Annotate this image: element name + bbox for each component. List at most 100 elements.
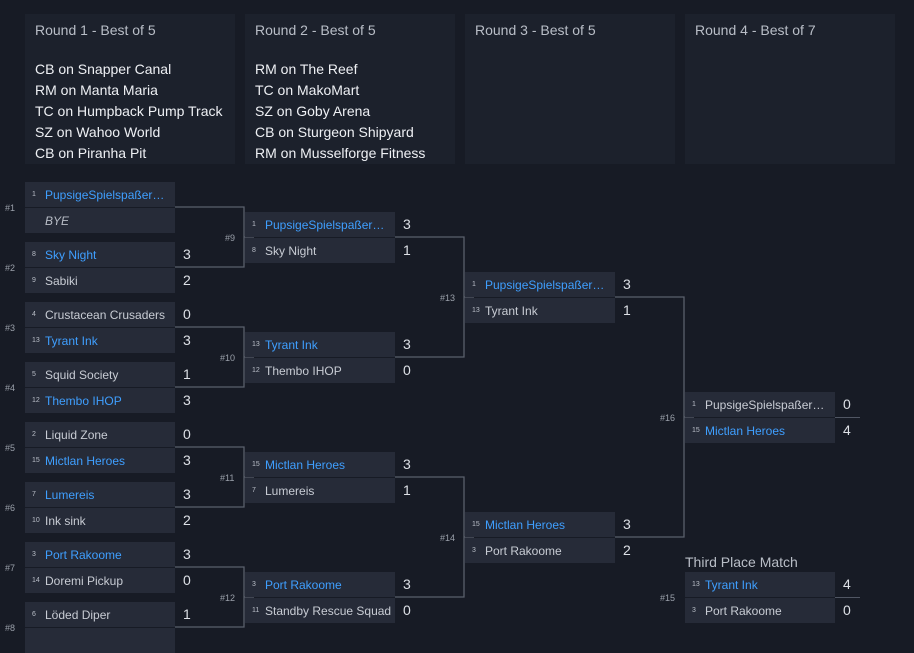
match-number: #1 <box>5 203 16 213</box>
team-seed: 8 <box>32 251 36 258</box>
team-seed: 13 <box>472 307 480 314</box>
team-name[interactable]: Sky Night <box>45 248 97 262</box>
team-seed: 14 <box>32 577 40 584</box>
team-score: 3 <box>403 576 411 592</box>
team-name[interactable]: Thembo IHOP <box>265 364 342 378</box>
team-name[interactable]: Port Rakoome <box>265 578 342 592</box>
team-name[interactable]: Mictlan Heroes <box>265 458 346 472</box>
team-score: 4 <box>843 576 851 592</box>
team-name[interactable]: Mictlan Heroes <box>705 424 786 438</box>
team-row[interactable]: 8 Sky Night <box>25 242 175 267</box>
match-number: #3 <box>5 323 16 333</box>
team-row[interactable]: 15 Mictlan Heroes <box>245 452 395 477</box>
team-name[interactable]: Sky Night <box>265 244 317 258</box>
team-name[interactable]: PupsigeSpielspaßerwerb <box>705 398 833 412</box>
match-number: #13 <box>440 293 456 303</box>
map-item: RM on The Reef <box>255 61 358 77</box>
map-item: CB on Snapper Canal <box>35 61 172 77</box>
team-name[interactable]: Tyrant Ink <box>45 334 98 348</box>
team-seed: 11 <box>252 607 260 614</box>
team-score: 1 <box>183 366 191 382</box>
team-row[interactable] <box>25 628 175 653</box>
team-score: 3 <box>623 276 631 292</box>
team-name[interactable]: Port Rakoome <box>705 604 782 618</box>
team-seed: 3 <box>692 607 696 614</box>
team-name[interactable]: Mictlan Heroes <box>485 518 566 532</box>
team-name[interactable]: Squid Society <box>45 368 119 382</box>
team-row[interactable]: BYE <box>25 208 175 233</box>
team-name[interactable]: Lumereis <box>45 488 95 502</box>
team-name[interactable]: Crustacean Crusaders <box>45 308 166 322</box>
team-seed: 15 <box>252 461 260 468</box>
team-row[interactable]: 7 Lumereis <box>25 482 175 507</box>
team-name[interactable]: Mictlan Heroes <box>45 454 126 468</box>
team-row[interactable]: 9 Sabiki <box>25 268 175 293</box>
team-name[interactable]: Tyrant Ink <box>485 304 538 318</box>
team-score: 0 <box>403 362 411 378</box>
team-name[interactable]: Löded Diper <box>45 608 111 622</box>
team-name[interactable]: Lumereis <box>265 484 315 498</box>
team-name[interactable]: Doremi Pickup <box>45 574 124 588</box>
team-name[interactable]: Standby Rescue Squad <box>265 604 392 618</box>
team-score: 3 <box>183 452 191 468</box>
map-item: SZ on Goby Arena <box>255 103 371 119</box>
team-name[interactable]: Ink sink <box>45 514 86 528</box>
match-number: #12 <box>220 593 236 603</box>
team-name[interactable]: PupsigeSpielspaßerwerb <box>485 278 613 292</box>
team-score: 3 <box>623 516 631 532</box>
team-row[interactable]: 15 Mictlan Heroes <box>685 418 835 443</box>
team-seed: 3 <box>472 547 476 554</box>
team-seed: 7 <box>32 491 36 498</box>
team-row[interactable]: 14 Doremi Pickup <box>25 568 175 593</box>
team-name: BYE <box>45 214 70 228</box>
team-score: 0 <box>843 602 851 618</box>
team-row[interactable]: 13 Tyrant Ink <box>465 298 615 323</box>
map-item: RM on Manta Maria <box>35 82 158 98</box>
team-score: 3 <box>183 546 191 562</box>
team-name[interactable]: Port Rakoome <box>485 544 562 558</box>
team-name[interactable]: Sabiki <box>45 274 78 288</box>
team-name[interactable]: Liquid Zone <box>45 428 108 442</box>
match-number: #14 <box>440 533 456 543</box>
team-row[interactable]: 1 PupsigeSpielspaßerwerb <box>465 272 615 297</box>
team-score: 1 <box>403 482 411 498</box>
team-score: 0 <box>183 426 191 442</box>
team-seed: 15 <box>692 427 700 434</box>
team-row[interactable]: 3 Port Rakoome <box>465 538 615 563</box>
team-name[interactable]: Thembo IHOP <box>45 394 122 408</box>
team-score: 3 <box>183 246 191 262</box>
team-name[interactable]: Tyrant Ink <box>265 338 318 352</box>
team-name[interactable]: PupsigeSpielspaßerwerb <box>45 188 173 202</box>
team-name[interactable]: PupsigeSpielspaßerwerb <box>265 218 393 232</box>
match-number: #10 <box>220 353 236 363</box>
team-seed: 9 <box>32 277 36 284</box>
team-seed: 1 <box>472 281 476 288</box>
team-score: 3 <box>183 332 191 348</box>
team-name[interactable]: Port Rakoome <box>45 548 122 562</box>
team-row[interactable]: 3 Port Rakoome <box>685 598 835 623</box>
team-name[interactable]: Tyrant Ink <box>705 578 758 592</box>
team-row[interactable]: 11 Standby Rescue Squad <box>245 598 395 623</box>
team-score: 3 <box>403 456 411 472</box>
map-item: CB on Piranha Pit <box>35 145 147 161</box>
map-item: RM on Musselforge Fitness <box>255 145 426 161</box>
